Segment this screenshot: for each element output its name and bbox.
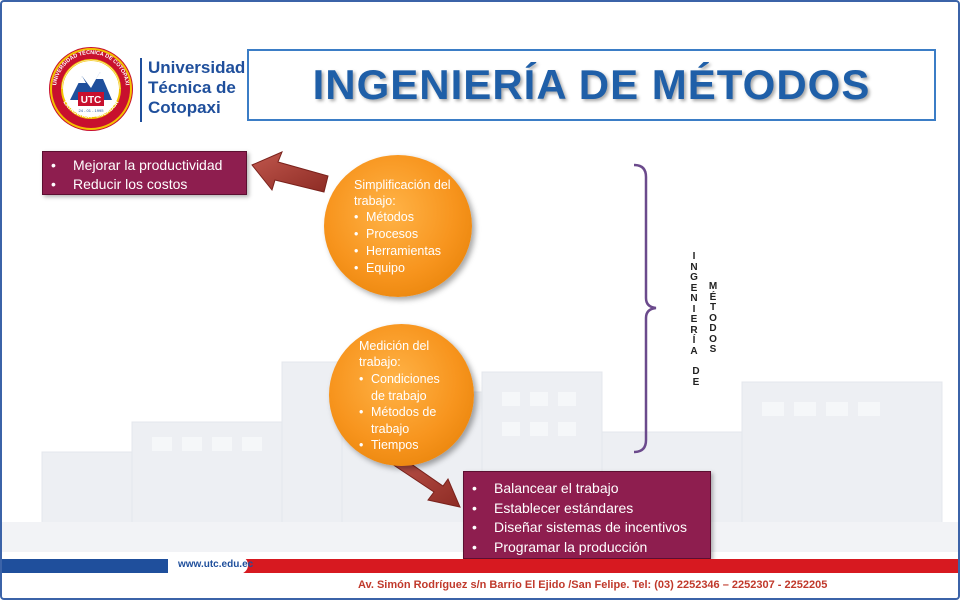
vertical-letter: M (708, 281, 718, 292)
vertical-letter: T (709, 302, 717, 313)
vertical-letter: N (690, 293, 698, 304)
applications-box: Balancear el trabajo Establecer estándar… (463, 471, 711, 559)
list-item: Métodos (352, 209, 441, 226)
list-item: Programar la producción (472, 538, 710, 558)
logo-divider (140, 58, 142, 122)
circle-title: Simplificación del trabajo: (354, 178, 451, 208)
vertical-letter: A (690, 345, 698, 357)
list-item: Equipo (352, 260, 441, 277)
list-item: Procesos (352, 226, 441, 243)
vertical-letter: I (692, 251, 696, 262)
list-item: Reducir los costos (51, 175, 246, 194)
vertical-letter: O (709, 312, 717, 324)
footer-blue-bar (2, 559, 168, 573)
list-item: Herramientas (352, 243, 441, 260)
vertical-letter: É (709, 291, 717, 303)
vertical-letter: E (692, 376, 700, 388)
list-item: Establecer estándares (472, 499, 710, 519)
simplification-circle: Simplificación del trabajo: Métodos Proc… (324, 155, 472, 297)
university-seal-icon: UTC 24 - 01 - 1995 UNIVERSIDAD TÉCNICA D… (49, 47, 133, 131)
svg-text:UTC: UTC (81, 95, 102, 106)
vertical-letter: E (690, 314, 698, 325)
footer-address: Av. Simón Rodríguez s/n Barrio El Ejido … (358, 579, 828, 591)
vertical-letter: Í (692, 335, 696, 346)
university-name-line-3: Cotopaxi (148, 98, 221, 117)
footer-red-bar (242, 559, 958, 573)
list-item: Balancear el trabajo (472, 479, 710, 499)
brace-icon (633, 163, 657, 454)
svg-text:24 - 01 - 1995: 24 - 01 - 1995 (79, 108, 105, 113)
vertical-letter: D (709, 323, 717, 334)
list-item: Mejorar la productividad (51, 156, 246, 175)
vertical-letter: S (709, 344, 717, 355)
vertical-letter: E (690, 282, 698, 294)
list-item: Condiciones de trabajo (357, 371, 457, 404)
list-item: Tiempos (357, 437, 457, 454)
vertical-letter: N (690, 261, 698, 273)
vertical-letter: G (690, 272, 698, 283)
slide-title: INGENIERÍA DE MÉTODOS (312, 61, 871, 108)
objectives-box: Mejorar la productividad Reducir los cos… (42, 151, 247, 195)
vertical-letter: O (709, 333, 717, 345)
measurement-circle: Medición del trabajo: Condiciones de tra… (329, 324, 474, 466)
vertical-letter: I (692, 303, 696, 315)
university-name: Universidad Técnica de Cotopaxi (148, 58, 248, 118)
vertical-letter: R (690, 324, 698, 336)
footer-url-tab (168, 556, 248, 574)
list-item: Métodos de trabajo (357, 404, 457, 437)
title-box: INGENIERÍA DE MÉTODOS (247, 49, 936, 121)
university-name-line-2: Técnica de (148, 78, 236, 97)
footer-url-link[interactable]: www.utc.edu.ec (178, 559, 254, 570)
list-item: Diseñar sistemas de incentivos (472, 518, 710, 538)
campus-background (2, 361, 958, 552)
university-name-line-1: Universidad (148, 58, 246, 77)
vertical-letter: D (692, 366, 700, 377)
circle-title: Medición del trabajo: (359, 339, 430, 369)
arrow-to-top-box-icon (251, 151, 329, 193)
